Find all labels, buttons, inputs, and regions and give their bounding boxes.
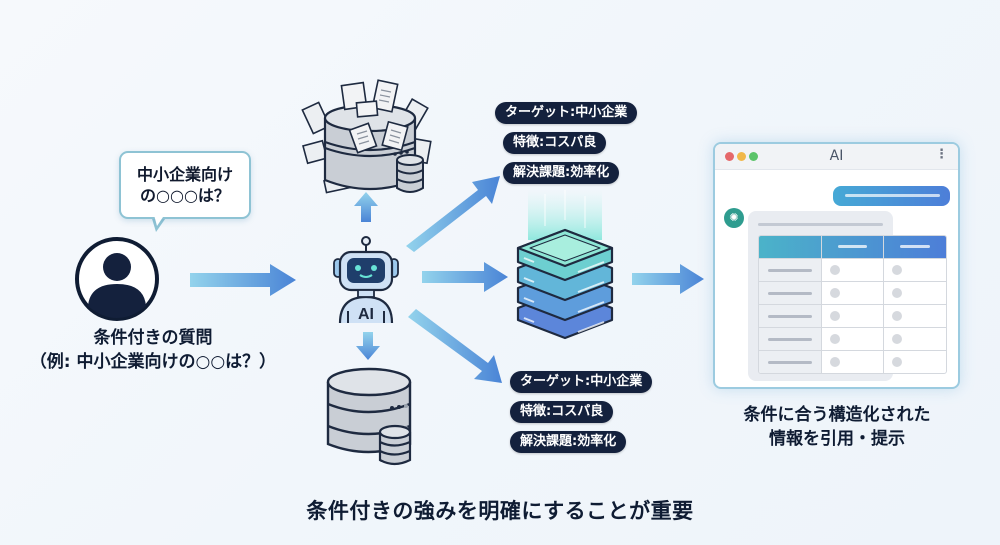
- arrow-user-to-ai: [190, 264, 296, 296]
- ai-chat-window: AI ⋮ ✺: [713, 142, 960, 389]
- tag-feature-top: 特徴:コスパ良: [503, 132, 607, 154]
- arrow-ai-to-top-tags: [406, 176, 500, 252]
- table-cell: [884, 282, 946, 304]
- window-close-dot[interactable]: [725, 152, 734, 161]
- bubble-line-2: の○○○は？: [140, 186, 230, 205]
- speech-bubble-tail-inner: [153, 211, 167, 226]
- result-line-1: 条件に合う構造化された: [743, 405, 931, 425]
- arrow-ai-to-bottom-tags: [408, 309, 502, 383]
- tag-target-bottom: ターゲット:中小企業: [510, 371, 653, 393]
- table-cell: [759, 259, 822, 281]
- table-cell: [822, 351, 885, 373]
- table-header-cell: [884, 236, 946, 258]
- window-maximize-dot[interactable]: [749, 152, 758, 161]
- table-cell: [884, 305, 946, 327]
- robot-icon: AI: [333, 236, 399, 324]
- table-cell: [822, 259, 885, 281]
- tag-target-top: ターゲット:中小企業: [495, 102, 638, 124]
- arrow-ai-to-bottom-database: [356, 332, 380, 360]
- window-title-bar: AI ⋮: [715, 144, 958, 170]
- conclusion-caption: 条件付きの強みを明確にすることが重要: [306, 499, 694, 523]
- tag-feature-bottom: 特徴:コスパ良: [510, 401, 614, 423]
- table-cell: [759, 328, 822, 350]
- table-header-cell: [759, 236, 822, 258]
- table-cell: [759, 305, 822, 327]
- window-title: AI: [829, 148, 844, 164]
- table-row: [759, 305, 946, 328]
- arrow-ai-to-top-database: [354, 192, 378, 222]
- table-header-cell: [822, 236, 885, 258]
- table-cell: [759, 351, 822, 373]
- speech-bubble: 中小企業向け の○○○は？: [119, 151, 251, 219]
- table-cell: [822, 328, 885, 350]
- arrow-server-to-ai-window: [632, 264, 704, 294]
- tag-issue-top: 解決課題:効率化: [503, 162, 620, 184]
- table-cell: [884, 328, 946, 350]
- structured-server-stack-icon: [516, 190, 614, 340]
- table-header-row: [759, 236, 946, 259]
- reply-placeholder-line: [758, 223, 883, 226]
- user-label-line-1: 条件付きの質問: [93, 328, 213, 348]
- table-row: [759, 351, 946, 373]
- table-row: [759, 259, 946, 282]
- window-minimize-dot[interactable]: [737, 152, 746, 161]
- table-cell: [759, 282, 822, 304]
- user-label-line-2: （例: 中小企業向けの○○は？）: [29, 352, 277, 372]
- user-message-bubble: [833, 186, 950, 206]
- table-row: [759, 282, 946, 305]
- bubble-line-1: 中小企業向け: [136, 165, 233, 184]
- table-cell: [822, 305, 885, 327]
- user-avatar-icon: [75, 237, 159, 321]
- result-label: 条件に合う構造化された 情報を引用・提示: [712, 403, 962, 451]
- arrow-ai-to-server: [422, 262, 508, 292]
- user-question-label: 条件付きの質問 （例: 中小企業向けの○○は？）: [28, 326, 278, 374]
- message-placeholder-line: [845, 194, 940, 197]
- more-menu-icon[interactable]: ⋮: [935, 147, 948, 162]
- comparison-table: [758, 235, 947, 374]
- tag-issue-bottom: 解決課題:効率化: [510, 431, 627, 453]
- robot-badge-label: AI: [358, 306, 374, 323]
- table-cell: [822, 282, 885, 304]
- result-line-2: 情報を引用・提示: [769, 429, 905, 449]
- database-icon: [326, 367, 412, 466]
- bot-avatar-icon: ✺: [724, 208, 744, 228]
- table-cell: [884, 351, 946, 373]
- table-row: [759, 328, 946, 351]
- table-cell: [884, 259, 946, 281]
- messy-database-icon: [301, 79, 432, 194]
